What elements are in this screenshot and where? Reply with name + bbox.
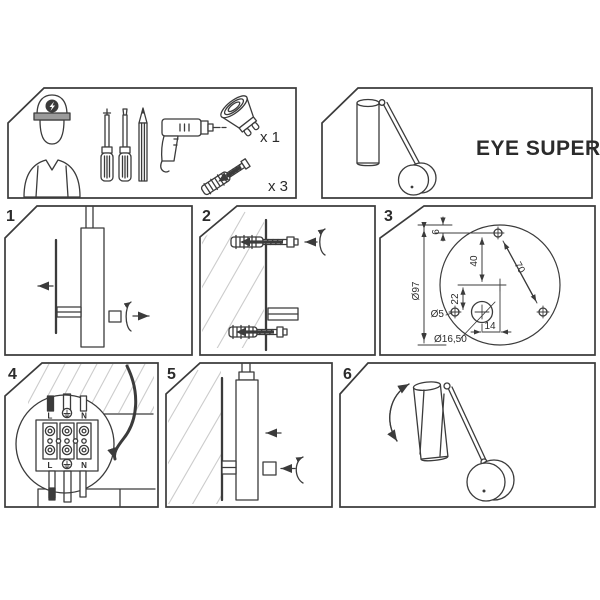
panel-step-2: 2 (199, 205, 376, 356)
label-live-bottom: L (48, 461, 53, 470)
label-live-top: L (48, 412, 53, 421)
earth-symbol-top-icon (61, 407, 73, 419)
earth-symbol-bottom-icon (61, 458, 73, 470)
gu10-bulb-icon (220, 95, 260, 137)
electrician-icon (23, 94, 81, 198)
tighten-rotation-icon (295, 456, 304, 484)
drill-icon (160, 118, 227, 173)
unscrew-rotation-icon (123, 301, 132, 332)
label-neutral-bottom: N (81, 461, 87, 470)
set-screw-5-icon (262, 461, 277, 476)
panel-step-5: 5 (165, 362, 333, 508)
dim-center-to-hole: 22 (450, 293, 461, 305)
ceiling-hatching (28, 364, 154, 413)
mounting-hole-top-icon (491, 226, 505, 240)
wall-plug-screw-icon (200, 158, 251, 196)
step-1-number: 1 (6, 208, 15, 225)
dim-hole-spacing: 70 (512, 260, 527, 276)
live-wire-top (46, 395, 55, 412)
mounting-hole-right-icon (536, 305, 550, 319)
neutral-wire-bottom (79, 470, 87, 498)
dim-edge-offset: 6 (431, 229, 442, 235)
mounting-hole-left-icon (448, 305, 462, 319)
dim-screw-hole: Ø5 (431, 309, 445, 320)
adjustable-lamp-illustration (387, 381, 515, 502)
panel-step-4: 4 L N L N (4, 362, 159, 508)
step-3-number: 3 (384, 208, 393, 225)
pencil-icon (138, 107, 148, 182)
dim-cable-hole: Ø16,50 (434, 334, 467, 345)
screw-rotation-icon (317, 228, 326, 256)
panel-step-3-frame (379, 205, 596, 356)
step-4-number: 4 (8, 366, 17, 383)
center-mark-icon (493, 278, 507, 292)
panel-step-3: 3 (379, 205, 596, 356)
step-5-illustration (221, 363, 304, 501)
step-6-number: 6 (343, 366, 352, 383)
step-5-number: 5 (167, 366, 176, 383)
panel-tools: x 1 x 3 (7, 87, 297, 199)
bulb-quantity: x 1 (260, 129, 280, 146)
dim-horizontal-offset: 14 (484, 321, 496, 332)
lightning-bolt-icon (49, 101, 55, 111)
drilling-template (417, 216, 561, 346)
insert-arrow-icon (218, 165, 242, 182)
panel-step-6-frame (339, 362, 596, 508)
phillips-screwdriver-icon (100, 108, 114, 182)
lamp-illustration (356, 98, 437, 196)
mains-cable-icon (107, 364, 138, 461)
anchor-quantity: x 3 (268, 178, 288, 195)
wall-hatching (202, 211, 264, 348)
product-name: EYE SUPER (476, 137, 600, 160)
set-screw-icon (108, 310, 122, 323)
step-2-number: 2 (202, 208, 211, 225)
upper-anchor-screw (230, 234, 299, 250)
neutral-wire-top (79, 395, 88, 412)
panel-step-1: 1 (4, 205, 193, 356)
earth-wire-bottom (63, 470, 72, 503)
lower-anchor-screw (228, 324, 288, 340)
label-neutral-top: N (81, 412, 87, 421)
panel-step-6: 6 (339, 362, 596, 508)
step-1-illustration (37, 206, 150, 348)
wall-hatching-5 (168, 369, 221, 504)
dim-hole-to-center: 40 (469, 255, 480, 267)
dim-outer-diameter: Ø97 (411, 281, 422, 300)
flat-screwdriver-icon (118, 108, 132, 182)
panel-product: EYE SUPER (321, 87, 600, 199)
cable-hole-icon (470, 300, 494, 324)
